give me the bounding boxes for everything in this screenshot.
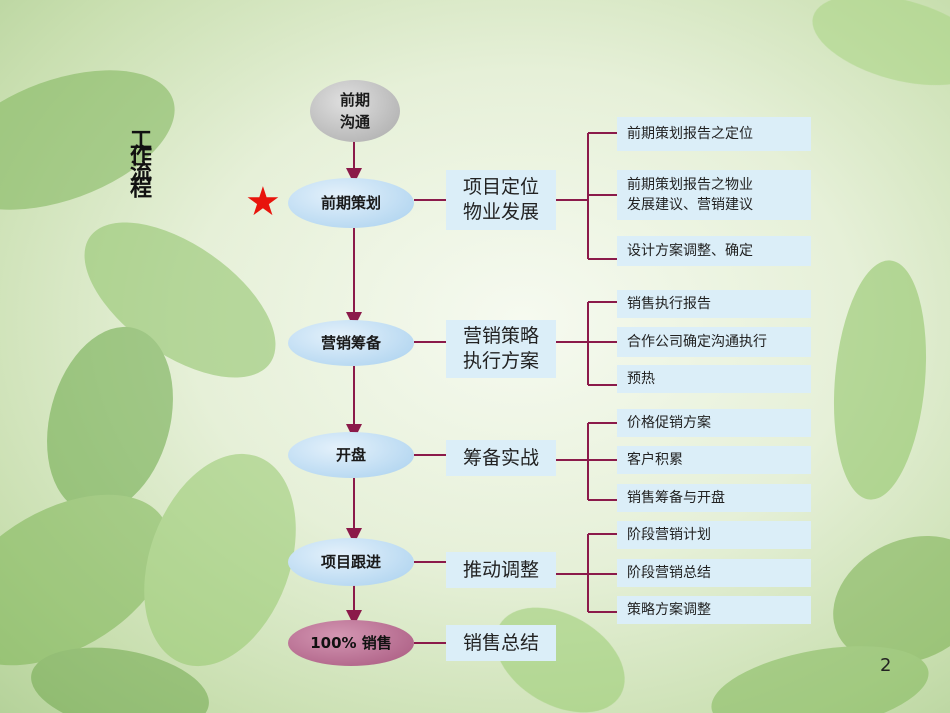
item-box: 价格促销方案: [617, 409, 811, 437]
item-box: 策略方案调整: [617, 596, 811, 624]
item-box: 合作公司确定沟通执行: [617, 327, 811, 357]
stage-box-preparation: 筹备实战: [446, 440, 556, 476]
item-box: 销售筹备与开盘: [617, 484, 811, 512]
item-box: 客户积累: [617, 446, 811, 474]
item-box: 预热: [617, 365, 811, 393]
stage-box-sales-summary: 销售总结: [446, 625, 556, 661]
stage-box-adjustment: 推动调整: [446, 552, 556, 588]
flow-node-project-follow-up: 项目跟进: [288, 538, 414, 586]
stage-connectors: [414, 199, 446, 644]
star-icon: ★: [245, 179, 281, 225]
page-title: 工作流程: [126, 128, 151, 192]
flow-node-marketing-prep: 营销筹备: [288, 320, 414, 366]
item-box: 阶段营销总结: [617, 559, 811, 587]
stage-box-strategy: 营销策略 执行方案: [446, 320, 556, 378]
flow-node-opening: 开盘: [288, 432, 414, 478]
flow-node-initial-communication: 前期 沟通: [310, 80, 400, 142]
item-box: 前期策划报告之定位: [617, 117, 811, 151]
stage-box-positioning: 项目定位 物业发展: [446, 170, 556, 230]
page-number: 2: [880, 655, 892, 676]
item-box: 阶段营销计划: [617, 521, 811, 549]
item-box: 前期策划报告之物业 发展建议、营销建议: [617, 170, 811, 220]
flow-node-early-planning: 前期策划: [288, 178, 414, 228]
item-box: 设计方案调整、确定: [617, 236, 811, 266]
item-box: 销售执行报告: [617, 290, 811, 318]
flow-node-full-sales: 100% 销售: [288, 620, 414, 666]
item-brackets: [556, 132, 617, 613]
